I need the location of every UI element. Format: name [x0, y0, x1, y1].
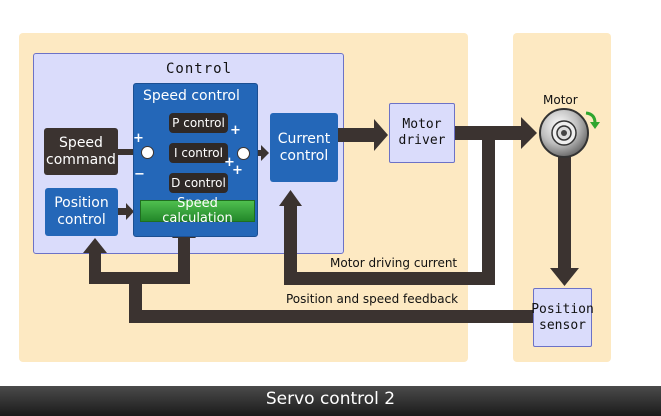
- caption-bar: Servo control 2: [0, 386, 661, 416]
- current-control-box: Current control: [270, 113, 338, 182]
- speed-command-box: Speed command: [44, 128, 118, 175]
- speed-control-label: Speed control: [143, 88, 240, 104]
- sum-output-plus-bottom: +: [232, 163, 243, 178]
- sum-input-minus: −: [134, 167, 145, 182]
- position-control-box: Position control: [45, 188, 118, 236]
- motor-label: Motor: [543, 93, 578, 107]
- sum-input-plus: +: [133, 131, 144, 146]
- control-label: Control: [166, 61, 233, 77]
- sum-output-plus-top: +: [230, 123, 241, 138]
- arrow-current-to-driver: [338, 128, 376, 142]
- speed-calculation-bar: Speed calculation: [140, 196, 255, 226]
- motor-icon: [539, 108, 589, 158]
- feedback-label: Position and speed feedback: [286, 292, 459, 306]
- current-feedback-line: [482, 133, 495, 285]
- position-feedback-line: [129, 310, 534, 323]
- i-control-box: I control: [169, 143, 228, 163]
- sum-output-plus-mid: +: [224, 155, 235, 170]
- motor-driver-box: Motor driver: [389, 103, 455, 163]
- sum-junction-output: [237, 147, 250, 160]
- caption-text: Servo control 2: [265, 389, 396, 409]
- rotation-arrow-icon: [585, 111, 600, 129]
- arrow-position-control: [118, 208, 128, 215]
- arrow-speed-command: [118, 149, 134, 155]
- d-control-box: D control: [169, 173, 228, 193]
- sum-junction-input: [141, 146, 154, 159]
- motor-driving-current-label: Motor driving current: [330, 256, 458, 270]
- position-sensor-box: Position sensor: [531, 288, 594, 347]
- arrow-motor-to-sensor: [558, 155, 571, 269]
- p-control-box: P control: [169, 113, 228, 133]
